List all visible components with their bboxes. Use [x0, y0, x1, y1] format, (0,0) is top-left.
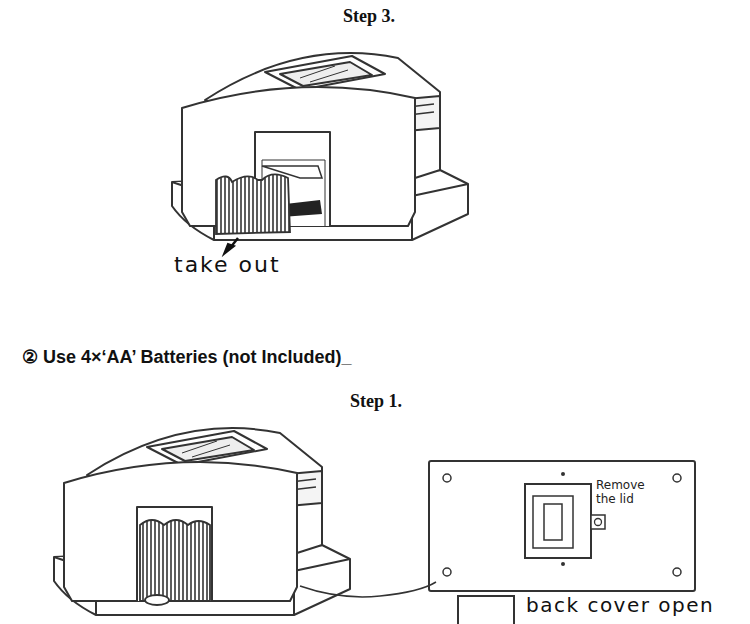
- instruction-text: Remove the lid: [596, 478, 666, 507]
- back-cover-panel: Remove the lid: [428, 460, 696, 592]
- shuffler-figure: [54, 428, 350, 615]
- section-heading: ② Use 4×‘AA’ Batteries (not Included)_: [22, 346, 352, 368]
- shuffler-figure: [172, 53, 468, 240]
- leader-line: [300, 582, 436, 597]
- step-heading: Step 1.: [350, 391, 402, 412]
- part-label: back cover open: [526, 593, 714, 617]
- card-deck: [216, 174, 290, 234]
- step-heading: Step 3.: [343, 6, 395, 27]
- action-label: take out: [174, 252, 281, 277]
- cover-piece: [458, 596, 514, 624]
